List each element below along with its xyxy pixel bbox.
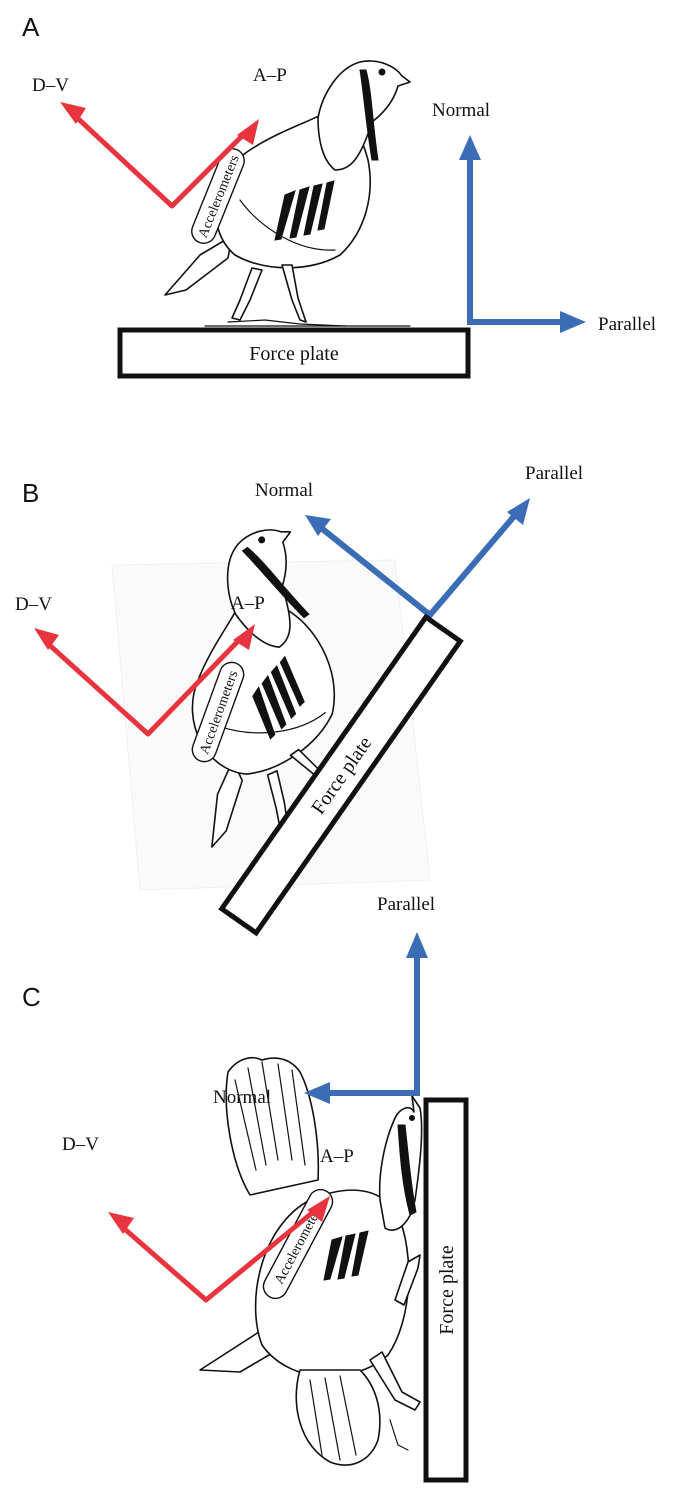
svg-text:Force plate: Force plate: [249, 343, 339, 365]
dv-label: D–V: [15, 594, 52, 615]
parallel-label: Parallel: [525, 463, 583, 484]
ap-label: A–P: [320, 1146, 354, 1167]
panel-c-letter: C: [22, 982, 41, 1012]
panel-c: C: [22, 894, 466, 1480]
normal-label: Normal: [432, 100, 490, 121]
dv-label: D–V: [32, 75, 69, 96]
panel-b: B Accelerometers D–V: [15, 463, 583, 933]
dv-label: D–V: [62, 1134, 99, 1155]
bird-icon: [165, 61, 410, 326]
panel-a-letter: A: [22, 12, 40, 42]
panel-a: A: [22, 12, 656, 376]
ap-label: A–P: [231, 593, 265, 614]
normal-label: Normal: [213, 1087, 271, 1108]
plate-axes-a: Normal Parallel: [432, 100, 656, 335]
parallel-label: Parallel: [598, 314, 656, 335]
ap-label: A–P: [253, 65, 287, 86]
force-plate-c: Force plate: [426, 1100, 466, 1480]
normal-label: Normal: [255, 480, 313, 501]
parallel-label: Parallel: [377, 894, 435, 915]
svg-text:Force plate: Force plate: [436, 1245, 458, 1335]
bird-icon: [200, 1058, 422, 1465]
force-plate-a: Force plate: [120, 330, 468, 376]
panel-b-letter: B: [22, 478, 39, 508]
